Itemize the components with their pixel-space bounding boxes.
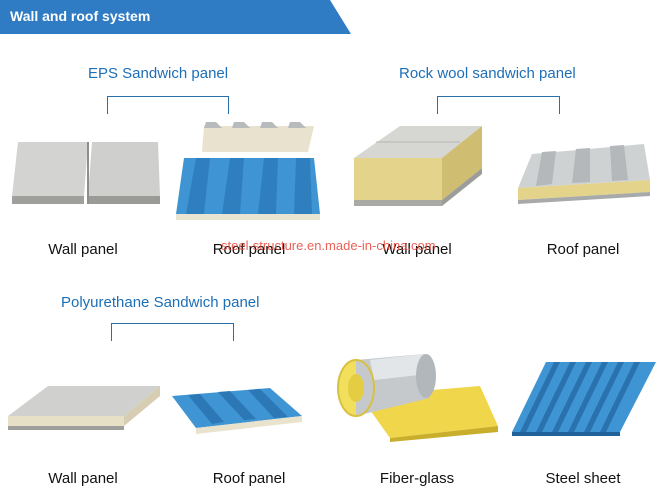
- bracket-eps: [107, 96, 229, 114]
- caption-rockwool-wall-panel: Wall panel: [382, 241, 452, 258]
- caption-fiberglass: Fiber-glass: [379, 470, 455, 487]
- fiberglass-roll-image: [337, 354, 498, 442]
- page-title: Wall and roof system: [10, 8, 151, 24]
- caption-rockwool-roof-panel: Roof panel: [546, 241, 620, 258]
- pu-roof-panel-image: [172, 388, 302, 434]
- eps-wall-panel-image: [12, 142, 160, 204]
- rockwool-roof-panel-image: [518, 144, 650, 204]
- caption-eps-roof-panel: Roof panel: [212, 241, 286, 258]
- bracket-polyurethane: [111, 323, 234, 341]
- group-title-rockwool: Rock wool sandwich panel: [399, 65, 576, 82]
- header-banner: Wall and roof system: [0, 0, 351, 34]
- caption-pu-roof-panel: Roof panel: [212, 470, 286, 487]
- bracket-rockwool: [437, 96, 560, 114]
- group-title-eps: EPS Sandwich panel: [88, 65, 229, 82]
- group-title-polyurethane: Polyurethane Sandwich panel: [61, 294, 260, 311]
- pu-wall-panel-image: [8, 386, 160, 430]
- watermark: steel-structure.en.made-in-china.com: [221, 238, 436, 253]
- caption-eps-wall-panel: Wall panel: [48, 241, 118, 258]
- caption-pu-wall-panel: Wall panel: [48, 470, 118, 487]
- steel-sheet-image: [512, 362, 656, 436]
- caption-steel-sheet: Steel sheet: [545, 470, 621, 487]
- eps-roof-panel-image: [176, 122, 320, 220]
- rockwool-wall-panel-image: [354, 126, 482, 206]
